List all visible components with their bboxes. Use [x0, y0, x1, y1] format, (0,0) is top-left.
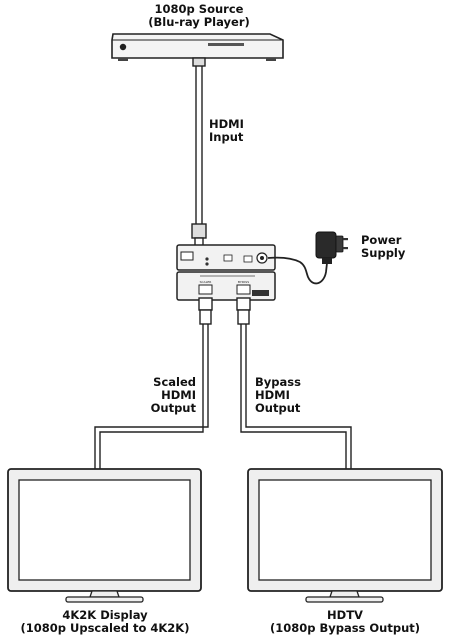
hdmi-input-label: HDMI Input — [209, 118, 244, 144]
right-display-label-line1: HDTV — [327, 608, 363, 622]
scaled-output-label-line2: HDMI — [161, 388, 196, 402]
source-label: 1080p Source (Blu-ray Player) — [148, 3, 250, 29]
scaled-output-label-line3: Output — [150, 401, 196, 415]
left-display-label: 4K2K Display (1080p Upscaled to 4K2K) — [21, 609, 190, 635]
left-display-label-line2: (1080p Upscaled to 4K2K) — [20, 621, 190, 635]
hdmi-input-label-line2: Input — [209, 130, 244, 144]
hdmi-input-cable — [191, 57, 207, 249]
led-indicator-icon — [205, 257, 209, 261]
power-supply-label: Power Supply — [361, 234, 405, 260]
bypass-output-label: Bypass HDMI Output — [255, 376, 301, 415]
bypass-port-label: BYPASS — [238, 280, 249, 284]
bypass-output-label-line3: Output — [255, 401, 301, 415]
left-display — [7, 468, 202, 603]
bypass-output-label-line1: Bypass — [255, 375, 301, 389]
hdmi-input-label-line1: HDMI — [209, 117, 244, 131]
right-display — [247, 468, 443, 603]
left-display-label-line1: 4K2K Display — [62, 608, 148, 622]
power-adapter — [267, 231, 348, 285]
scaled-output-cable — [94, 297, 213, 470]
scaled-output-label: Scaled HDMI Output — [146, 376, 196, 415]
right-display-label-line2: (1080p Bypass Output) — [269, 621, 421, 635]
right-display-label: HDTV (1080p Bypass Output) — [270, 609, 420, 635]
left-display-screen — [18, 479, 191, 581]
scaled-output-label-line1: Scaled — [153, 375, 196, 389]
right-display-screen — [258, 479, 432, 581]
bypass-output-label-line2: HDMI — [255, 388, 290, 402]
power-button-icon — [119, 43, 127, 51]
source-label-line2: (Blu-ray Player) — [148, 15, 250, 29]
bluray-player — [111, 33, 284, 61]
scaler-port-label: SCALER — [200, 280, 212, 284]
power-supply-label-line2: Supply — [361, 246, 406, 260]
source-label-line1: 1080p Source — [154, 2, 244, 16]
power-supply-label-line1: Power — [361, 233, 402, 247]
bypass-output-cable — [236, 297, 352, 470]
scaler-device: SCALER BYPASS — [176, 244, 276, 301]
